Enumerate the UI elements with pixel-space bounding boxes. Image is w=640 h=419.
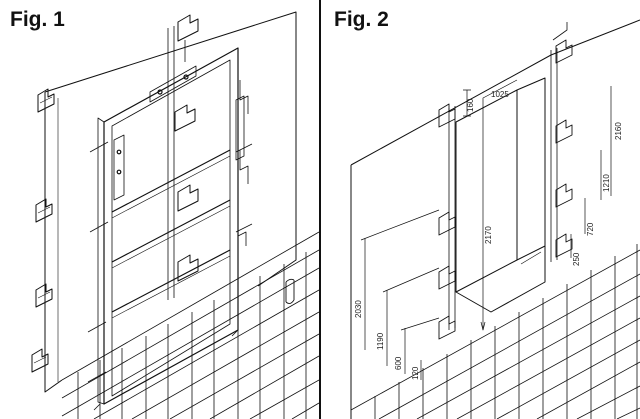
pipe-stub: [285, 278, 295, 305]
floor-tiles: [350, 244, 640, 419]
right-wall-clips: [174, 14, 249, 282]
figure-2-title: Fig. 2: [334, 8, 389, 31]
frame-pins: [87, 141, 253, 383]
dim-1025: 1025: [491, 90, 509, 99]
right-rail: [550, 48, 558, 262]
figure-1-drawing: [31, 11, 319, 419]
dim-720: 720: [586, 222, 595, 236]
floor-tiles: [61, 231, 319, 419]
mounting-rail: [167, 26, 175, 300]
left-wall-clips: [31, 88, 55, 373]
wall-niche: [455, 77, 546, 313]
figure-divider: [319, 0, 321, 419]
dim-250: 250: [572, 252, 581, 266]
wall-panel-outline: [44, 11, 297, 393]
dim-160: 160: [466, 98, 475, 112]
figure-1-title: Fig. 1: [10, 8, 65, 31]
installation-frame: [93, 47, 245, 411]
dim-2160: 2160: [614, 122, 623, 140]
dimension-lines: [360, 79, 612, 380]
dim-2030: 2030: [354, 300, 363, 318]
dim-120: 120: [411, 366, 420, 380]
figure-2-drawing: 160 1025 2160 1210 720 250 2170 2030 119…: [350, 19, 640, 419]
dim-1210: 1210: [602, 174, 611, 192]
dim-600: 600: [394, 356, 403, 370]
dim-1190: 1190: [376, 332, 385, 350]
wall-clips: [438, 22, 573, 340]
dim-2170: 2170: [484, 226, 493, 244]
figure-2-panel: Fig. 2: [321, 0, 640, 419]
figure-1-panel: Fig. 1: [0, 0, 319, 419]
